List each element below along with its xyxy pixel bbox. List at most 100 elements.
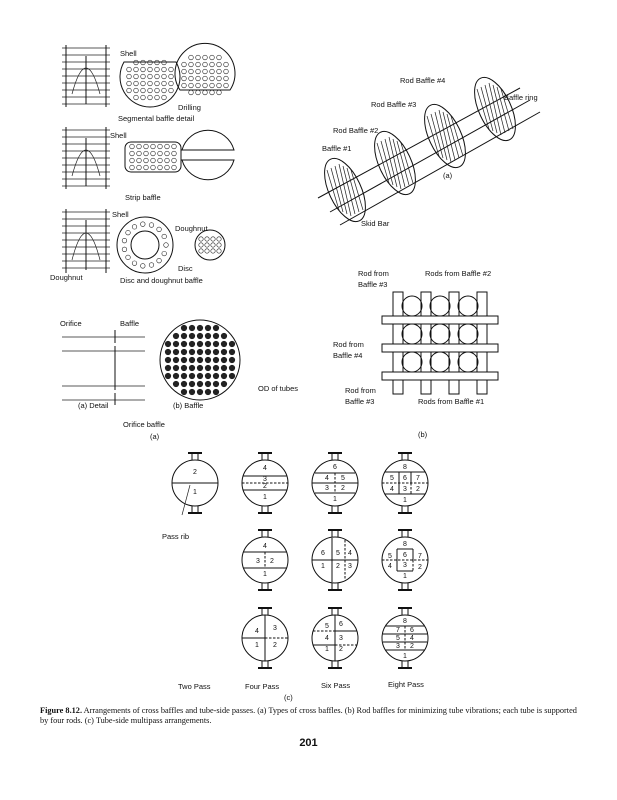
tube-hole [220, 340, 228, 348]
tube-hole [228, 372, 236, 380]
rod [338, 163, 352, 217]
tube-hole [143, 157, 149, 164]
rod [376, 142, 390, 184]
pass-number: 4 [255, 628, 259, 635]
tube-hole [168, 73, 174, 80]
tube-hole [188, 364, 196, 372]
tube-hole [188, 89, 194, 96]
shell-label: Shell [120, 49, 137, 58]
tube-hole [154, 59, 160, 66]
pass-number: 4 [390, 486, 394, 493]
tube-hole [216, 68, 222, 75]
tube [429, 351, 451, 373]
tube-hole [209, 61, 215, 68]
tube-hole [204, 364, 212, 372]
panel-label-b: (b) [418, 430, 428, 439]
tube-hole [209, 75, 215, 82]
rod [384, 138, 398, 188]
tube-hole [202, 68, 208, 75]
pass-diagram-two: 21 [171, 452, 219, 514]
tube-hole [147, 59, 153, 66]
doughnut-left-label: Doughnut [50, 273, 83, 282]
tube-hole [181, 68, 187, 75]
tube-hole [163, 242, 169, 248]
pass-number: 7 [396, 627, 400, 634]
tube-hole [131, 260, 138, 266]
pass-number: 1 [193, 489, 197, 496]
tube-hole [195, 68, 201, 75]
tube-hole [171, 157, 177, 164]
tube-hole [140, 87, 146, 94]
tube-hole [204, 324, 212, 332]
tube-hole [133, 80, 139, 87]
pass-number: 4 [263, 465, 267, 472]
tube-hole [198, 248, 204, 254]
pass-number: 4 [388, 563, 392, 570]
tube-hole [223, 75, 229, 82]
rod [442, 111, 456, 161]
tube-hole [180, 356, 188, 364]
tube-hole [140, 263, 146, 269]
segmental-baffle-left [119, 61, 181, 108]
tube-hole [133, 94, 139, 101]
doughnut-title: Disc and doughnut baffle [120, 276, 203, 285]
tube-hole [126, 73, 132, 80]
tube-hole [180, 332, 188, 340]
tube-hole [202, 54, 208, 61]
tube-hole [143, 143, 149, 150]
tube-hole [216, 89, 222, 96]
pass-number: 8 [403, 464, 407, 471]
column-label: Two Pass [178, 682, 211, 691]
tube [457, 351, 479, 373]
pass-number: 5 [341, 475, 345, 482]
tube-hole [196, 340, 204, 348]
tube-hole [143, 150, 149, 157]
pass-number: 3 [403, 486, 407, 493]
tube-hole [180, 372, 188, 380]
tube-hole [228, 348, 236, 356]
tube-hole [129, 150, 135, 157]
tube-hole [136, 157, 142, 164]
strip-title: Strip baffle [125, 193, 161, 202]
doughnut-label: Doughnut [175, 224, 208, 233]
tube-hole [195, 82, 201, 89]
tube-hole [133, 87, 139, 94]
pass-number: 1 [321, 563, 325, 570]
pass-rib-label: Pass rib [162, 532, 189, 541]
tube-hole [188, 82, 194, 89]
tube-hole [195, 89, 201, 96]
tube-hole [133, 73, 139, 80]
orifice-baffle-plate [159, 319, 241, 401]
tube-hole [126, 87, 132, 94]
flow-path [71, 232, 101, 261]
doughnut-baffle [116, 216, 174, 274]
disc-baffle [194, 229, 226, 261]
baffle-label: Baffle [120, 319, 139, 328]
tube-hole [156, 226, 162, 232]
strip-baffle-top [181, 129, 235, 151]
rod [326, 169, 340, 211]
tube-hole [196, 332, 204, 340]
tube [401, 295, 423, 317]
tube-hole [180, 348, 188, 356]
tube-hole [129, 157, 135, 164]
rod [434, 111, 448, 161]
figure-caption: Figure 8.12. Arrangements of cross baffl… [40, 706, 580, 726]
panel-label-b-a: (a) [443, 171, 453, 180]
tube-hole [212, 372, 220, 380]
tube-hole [154, 94, 160, 101]
tube-hole [216, 236, 222, 242]
tube-hole [210, 236, 216, 242]
pass-number: 1 [325, 646, 329, 653]
skid-bar-label: Skid Bar [361, 219, 390, 228]
shell-label: Shell [112, 210, 129, 219]
tube-hole [188, 68, 194, 75]
tube-hole [168, 87, 174, 94]
pass-number: 5 [325, 623, 329, 630]
tube-hole [172, 348, 180, 356]
